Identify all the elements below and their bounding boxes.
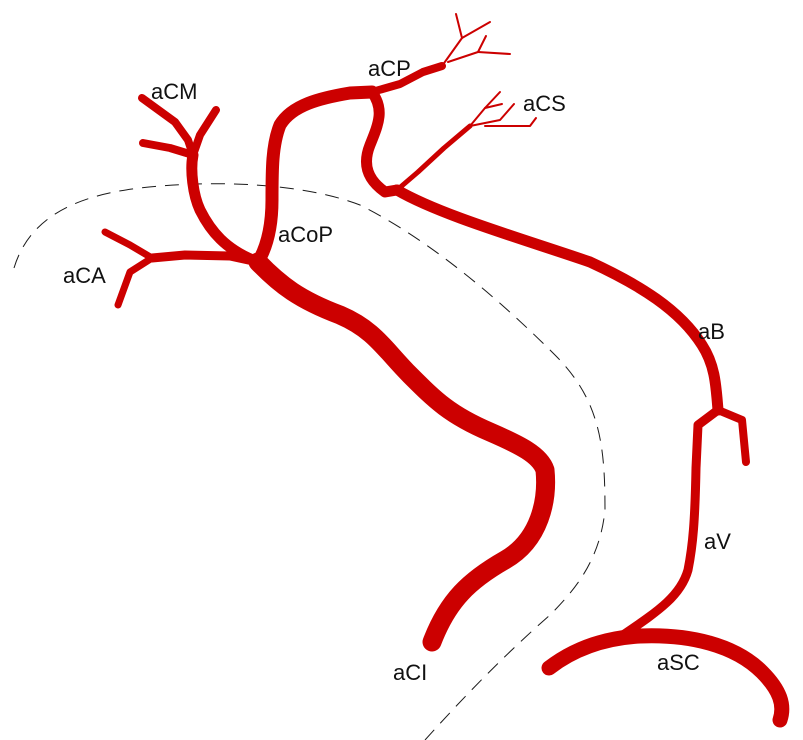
posterior-cerebral-branch bbox=[477, 51, 511, 55]
internal-carotid-artery bbox=[248, 252, 556, 652]
label-aCA: aCA bbox=[63, 263, 106, 288]
superior-cerebellar-artery bbox=[394, 123, 473, 193]
label-aSC: aSC bbox=[657, 650, 700, 675]
superior-cerebellar-branch bbox=[484, 117, 537, 127]
middle-cerebral-branch bbox=[139, 139, 197, 159]
brain-outline-dashed bbox=[13, 183, 606, 740]
basilar-artery bbox=[391, 184, 724, 416]
middle-cerebral-branch bbox=[138, 94, 197, 159]
superior-cerebellar-branch bbox=[484, 103, 503, 109]
posterior-cerebral-branch bbox=[461, 21, 491, 39]
vertebral-artery-left bbox=[714, 406, 750, 466]
label-aB: aB bbox=[698, 319, 725, 344]
label-aCoP: aCoP bbox=[278, 222, 333, 247]
label-aCI: aCI bbox=[393, 660, 427, 685]
posterior-communicating-artery bbox=[251, 85, 379, 269]
anterior-cerebral-branch bbox=[114, 254, 156, 309]
middle-cerebral-branch bbox=[189, 106, 220, 159]
subclavian-artery bbox=[541, 628, 790, 728]
middle-cerebral-artery bbox=[186, 149, 264, 268]
anterior-cerebral-branch bbox=[101, 228, 156, 262]
superior-cerebellar-branch bbox=[469, 103, 515, 127]
label-aCM: aCM bbox=[151, 79, 197, 104]
posterior-cerebral-artery bbox=[368, 62, 446, 96]
label-aCP: aCP bbox=[368, 56, 411, 81]
basilar-artery-tip bbox=[361, 86, 403, 198]
label-aV: aV bbox=[704, 529, 731, 554]
vertebral-artery-right bbox=[618, 405, 723, 640]
label-aCS: aCS bbox=[523, 91, 566, 116]
anterior-cerebral-artery bbox=[147, 250, 263, 267]
